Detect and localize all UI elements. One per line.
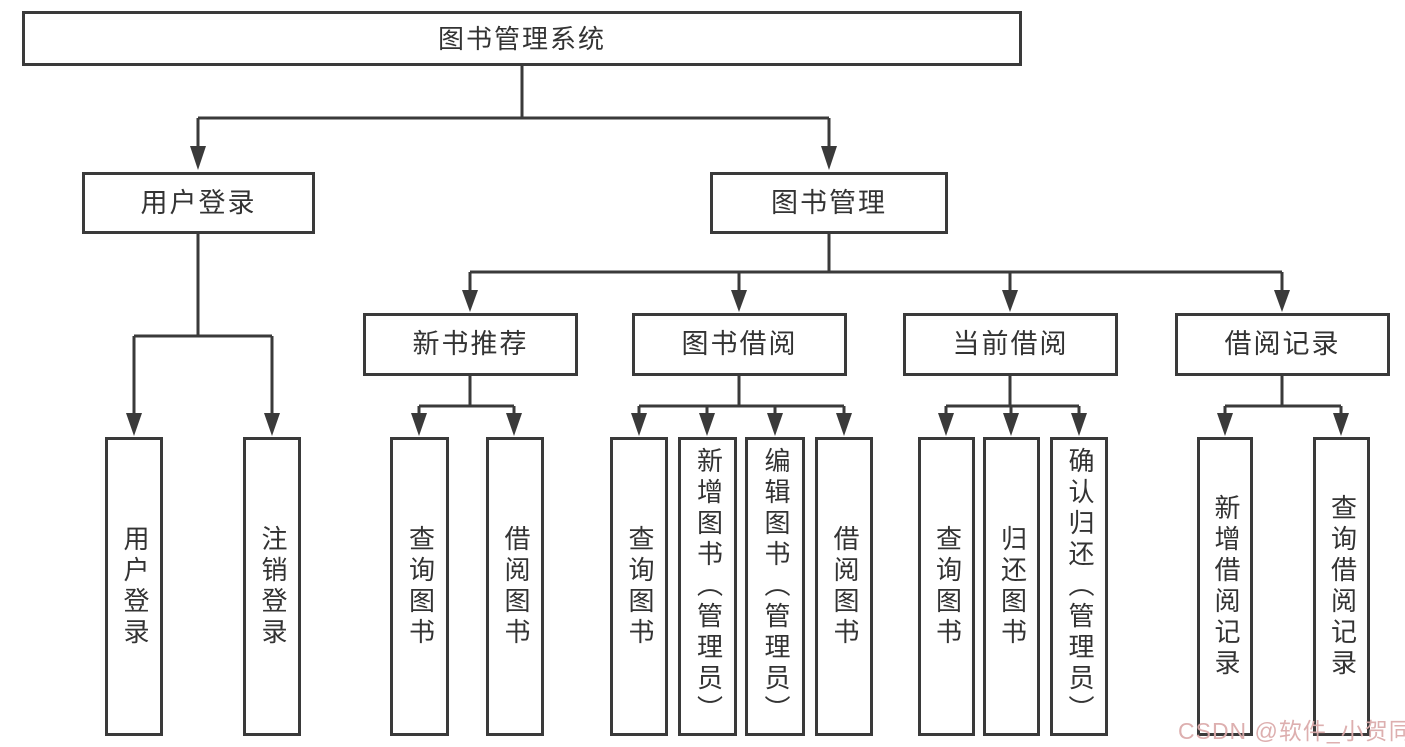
arrow-down-icon [767, 413, 783, 436]
node-label: 查询借阅记录 [1327, 493, 1358, 680]
node-label: 新增借阅记录 [1210, 493, 1241, 680]
arrow-down-icon [938, 413, 954, 436]
leaf-borrow-edit-books-admin: 编辑图书（管理员） [745, 437, 805, 736]
node-label: 图书管理系统 [437, 23, 606, 54]
node-label: 当前借阅 [952, 329, 1069, 359]
arrow-down-icon [1003, 413, 1019, 436]
arrow-down-icon [264, 413, 280, 436]
connector-bookmgmt-to-level3 [462, 234, 1290, 312]
node-label: 借阅记录 [1224, 329, 1341, 359]
leaf-newbook-borrow-books: 借阅图书 [486, 437, 544, 736]
leaf-borrow-query-books: 查询图书 [610, 437, 668, 736]
connector-root-to-level2 [190, 66, 837, 170]
connector-currentborrow-to-leaves [938, 376, 1087, 436]
arrow-down-icon [1217, 413, 1233, 436]
arrow-down-icon [699, 413, 715, 436]
arrow-down-icon [190, 146, 206, 170]
node-borrow-record: 借阅记录 [1175, 313, 1390, 376]
node-label: 新书推荐 [412, 329, 529, 359]
arrow-down-icon [126, 413, 142, 436]
arrow-down-icon [1071, 413, 1087, 436]
node-label: 注销登录 [257, 524, 288, 649]
arrow-down-icon [1274, 290, 1290, 312]
leaf-borrow-add-books-admin: 新增图书（管理员） [678, 437, 737, 736]
node-label: 用户登录 [119, 524, 150, 649]
node-book-borrow: 图书借阅 [632, 313, 847, 376]
arrow-down-icon [731, 290, 747, 312]
node-label: 新增图书（管理员） [693, 447, 724, 726]
node-label: 图书借阅 [681, 329, 798, 359]
node-new-book-recommend: 新书推荐 [363, 313, 578, 376]
node-user-login: 用户登录 [82, 172, 315, 234]
arrow-down-icon [631, 413, 647, 436]
connector-newbook-to-leaves [411, 376, 522, 436]
node-label: 借阅图书 [829, 524, 860, 649]
leaf-logout: 注销登录 [243, 437, 301, 736]
node-book-management: 图书管理 [710, 172, 948, 234]
connector-bookborrow-to-leaves [631, 376, 852, 436]
arrow-down-icon [411, 413, 427, 436]
node-label: 编辑图书（管理员） [760, 447, 791, 726]
arrow-down-icon [821, 146, 837, 170]
leaf-newbook-query-books: 查询图书 [390, 437, 449, 736]
leaf-current-confirm-return-admin: 确认归还（管理员） [1050, 437, 1108, 736]
node-label: 确认归还（管理员） [1064, 447, 1095, 726]
leaf-record-add-borrow-record: 新增借阅记录 [1197, 437, 1253, 736]
node-label: 查询图书 [932, 524, 963, 649]
node-label: 借阅图书 [500, 524, 531, 649]
node-label: 图书管理 [771, 187, 887, 218]
node-label: 查询图书 [405, 524, 436, 649]
connector-borrowrecord-to-leaves [1217, 376, 1349, 436]
leaf-borrow-borrow-books: 借阅图书 [815, 437, 873, 736]
node-label: 查询图书 [624, 524, 655, 649]
node-current-borrow: 当前借阅 [903, 313, 1118, 376]
leaf-record-query-borrow-record: 查询借阅记录 [1313, 437, 1370, 736]
arrow-down-icon [1002, 290, 1018, 312]
arrow-down-icon [462, 290, 478, 312]
arrow-down-icon [836, 413, 852, 436]
arrow-down-icon [506, 413, 522, 436]
connector-userlogin-to-leaves [126, 234, 280, 436]
leaf-user-login: 用户登录 [105, 437, 163, 736]
node-label: 用户登录 [140, 187, 257, 218]
leaf-current-return-books: 归还图书 [983, 437, 1040, 736]
csdn-watermark: CSDN @软件_小贺同学 [1178, 718, 1405, 744]
node-library-management-system: 图书管理系统 [22, 11, 1022, 66]
arrow-down-icon [1333, 413, 1349, 436]
node-label: 归还图书 [997, 524, 1028, 649]
leaf-current-query-books: 查询图书 [918, 437, 975, 736]
